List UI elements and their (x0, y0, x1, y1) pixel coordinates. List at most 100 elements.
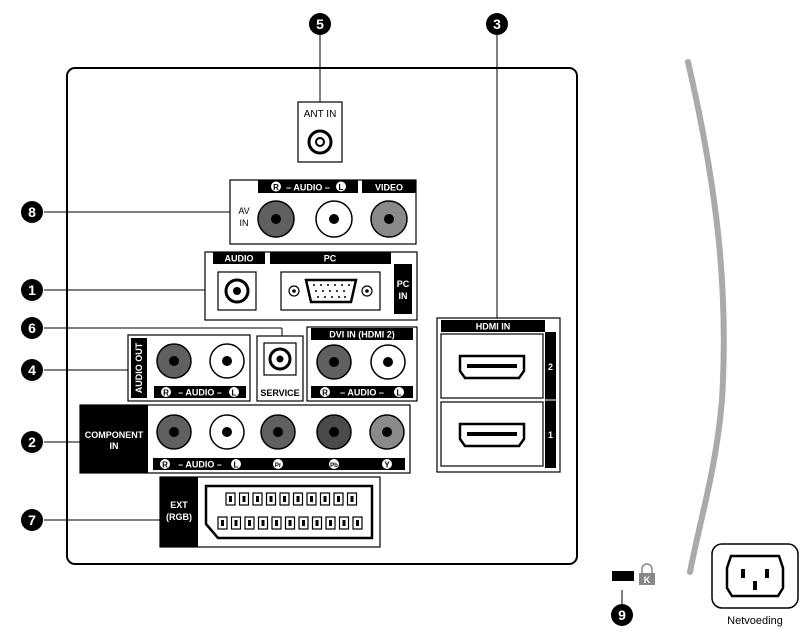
scart-pin-contact (242, 496, 246, 502)
callout-5: 5 (309, 13, 331, 35)
audio-out-audio-label: – AUDIO – (178, 388, 222, 398)
service-label: SERVICE (260, 388, 299, 398)
dvi-audio-label: – AUDIO – (340, 388, 384, 398)
scart-pin-contact (234, 520, 238, 526)
callout-9: 9 (611, 604, 633, 626)
ant-in-port-group: ANT IN (297, 101, 343, 163)
callout-6: 6 (21, 317, 43, 339)
callout-2-number: 2 (28, 434, 36, 450)
scart-pin-contact (329, 520, 332, 526)
component-in-label-bottom: IN (110, 441, 119, 451)
av-audio-label: – AUDIO – (286, 183, 330, 193)
av-in-label-bottom: IN (240, 218, 249, 228)
hdmi-in-label: HDMI IN (476, 322, 511, 332)
hdmi-in-port-group: HDMI IN 2 1 (436, 317, 561, 473)
component-pr-marker-letter: Pr (275, 463, 282, 469)
scart-pin-contact (356, 520, 359, 526)
audio-out-l-marker (229, 387, 239, 397)
callout-9-number: 9 (618, 607, 626, 623)
pc-label: PC (324, 254, 337, 264)
power-label: Netvoeding (727, 615, 783, 627)
power-socket-group: Netvoeding (711, 543, 799, 627)
callout-6-number: 6 (28, 320, 36, 336)
scart-pin-contact (229, 496, 232, 502)
hdmi-2-label: 2 (548, 362, 553, 372)
callout-7-number: 7 (28, 512, 36, 528)
scart-pin-contact (296, 496, 300, 502)
dvi-in-label: DVI IN (HDMI 2) (329, 330, 395, 340)
dvi-l-marker-letter: L (397, 389, 402, 398)
component-audio-label: – AUDIO – (178, 460, 222, 470)
scart-pin-contact (288, 520, 292, 526)
component-r-marker-letter: R (162, 461, 168, 470)
component-r-marker (160, 459, 170, 469)
av-l-marker-letter: L (339, 183, 344, 192)
scart-pin-contact (275, 520, 278, 526)
component-pb-marker (329, 459, 339, 469)
scart-pin-contact (350, 496, 354, 502)
pc-in-label-bottom: IN (399, 291, 408, 301)
scart-pin-contact (283, 496, 286, 502)
kensington-icon: K (644, 575, 651, 585)
callout-8: 8 (21, 201, 43, 223)
component-pr-marker (273, 459, 283, 469)
service-port-group: SERVICE (256, 335, 304, 402)
scart-pin-contact (323, 496, 327, 502)
callout-7: 7 (21, 509, 43, 531)
component-y-marker-letter: Y (384, 461, 390, 470)
dvi-in-port-group: DVI IN (HDMI 2) R – AUDIO – L (306, 326, 418, 402)
callout-1-number: 1 (28, 282, 36, 298)
callout-3: 3 (486, 13, 508, 35)
pc-audio-label: AUDIO (225, 254, 254, 264)
power-socket[interactable] (725, 554, 785, 598)
av-l-marker (336, 181, 346, 192)
scart-pin-contact (310, 496, 313, 502)
scart-pins (217, 492, 363, 530)
av-video-label: VIDEO (375, 183, 403, 193)
scart-pin-contact (337, 496, 340, 502)
kensington-lock: K (612, 563, 655, 585)
scart-pin-contact (269, 496, 273, 502)
callout-4-number: 4 (28, 362, 36, 378)
callout-lines (44, 35, 623, 604)
pc-in-label-top: PC (397, 279, 410, 289)
ext-label-bottom: (RGB) (166, 512, 192, 522)
ext-label-top: EXT (170, 500, 188, 510)
callout-2: 2 (21, 431, 43, 453)
audio-out-r-marker (161, 387, 171, 397)
component-l-marker-letter: L (234, 461, 239, 470)
audio-out-l-marker-letter: L (232, 389, 237, 398)
component-pb-marker-letter: Pb (330, 463, 338, 469)
component-in-label-top: COMPONENT (85, 430, 144, 440)
scart-pin-contact (315, 520, 319, 526)
callout-4: 4 (21, 359, 43, 381)
power-cable (685, 59, 727, 575)
ext-rgb-port-group: EXT (RGB) (159, 476, 381, 548)
dvi-l-marker (394, 387, 404, 397)
hdmi-1-label: 1 (548, 430, 553, 440)
ant-in-label: ANT IN (304, 109, 337, 120)
dvi-r-marker (320, 387, 330, 397)
scart-pin-contact (302, 520, 305, 526)
scart-pin-contact (248, 520, 251, 526)
av-r-marker (271, 181, 281, 192)
scart-pin-contact (342, 520, 346, 526)
audio-out-r-marker-letter: R (163, 389, 169, 398)
callout-8-number: 8 (28, 204, 36, 220)
av-r-marker-letter: R (273, 183, 279, 192)
component-in-port-group: COMPONENT IN R – AUDIO – L Pr Pb Y (79, 404, 411, 474)
av-in-label-top: AV (238, 206, 249, 216)
dvi-r-marker-letter: R (322, 389, 328, 398)
scart-pin-contact (256, 496, 259, 502)
audio-out-label: AUDIO OUT (134, 342, 144, 393)
scart-pin-contact (221, 520, 224, 526)
audio-out-port-group: AUDIO OUT R – AUDIO – L (127, 334, 251, 402)
vga-pins (313, 284, 350, 298)
pc-in-port-group: AUDIO PC PC IN (204, 251, 418, 321)
component-y-marker (382, 459, 392, 469)
callout-5-number: 5 (316, 16, 324, 32)
component-l-marker (231, 459, 241, 469)
callout-1: 1 (21, 279, 43, 301)
callout-3-number: 3 (493, 16, 501, 32)
